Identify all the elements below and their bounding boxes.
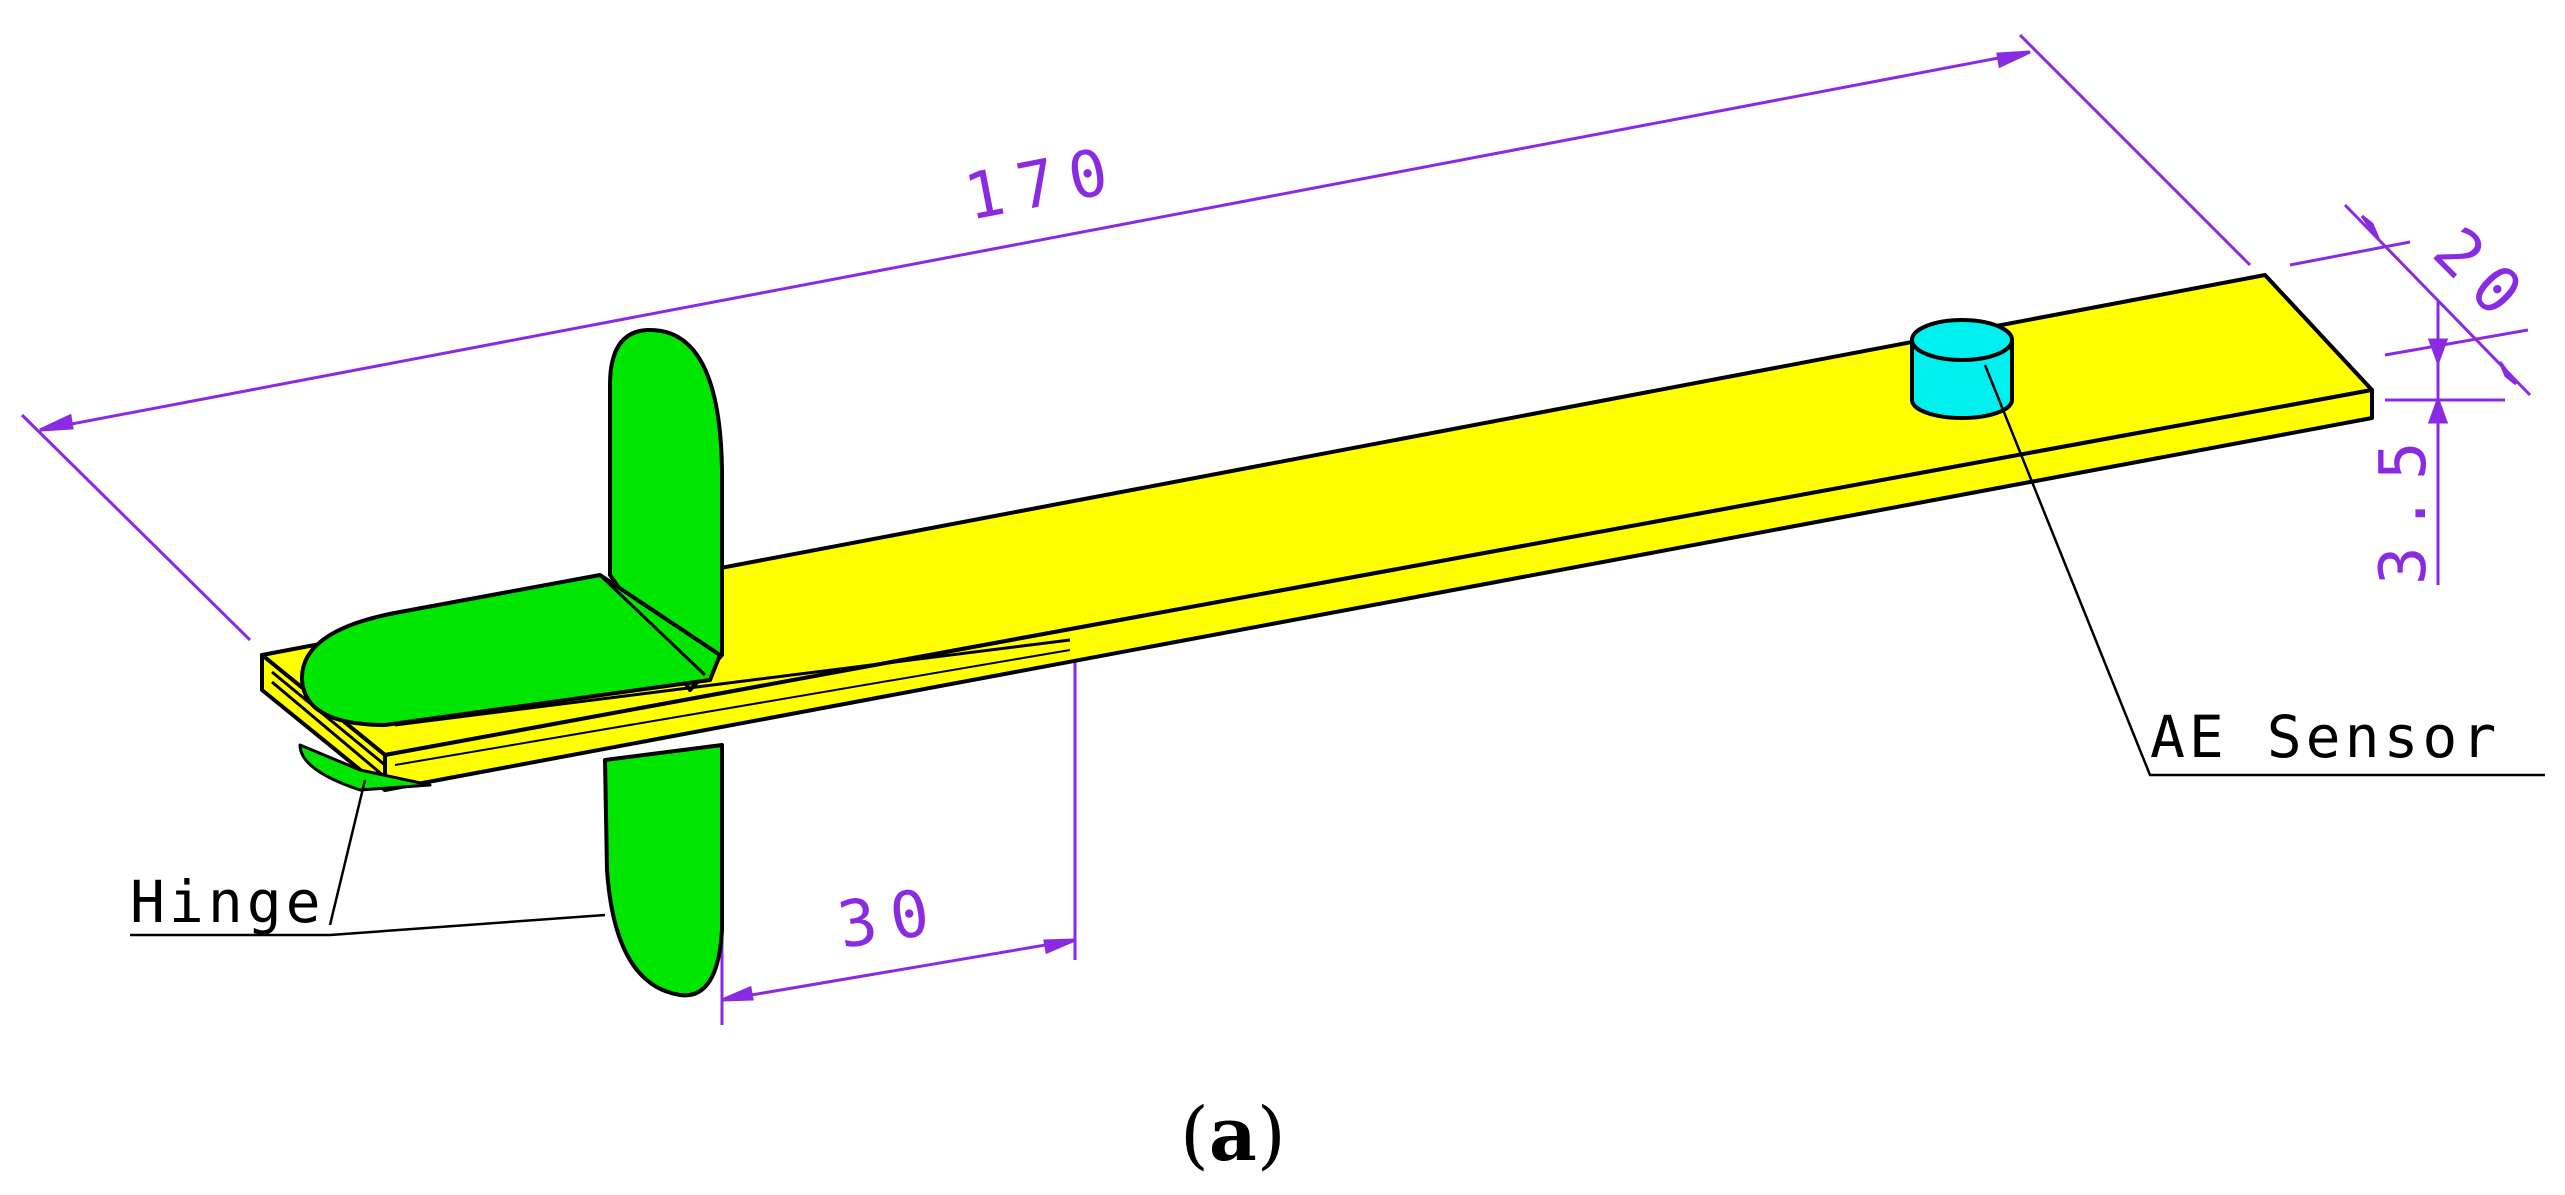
dim-30-arrow-left: [721, 985, 754, 1002]
figure-caption: (a): [1180, 1092, 1286, 1178]
sensor-body: [1910, 338, 2014, 420]
flap-base-plate: [299, 573, 722, 727]
dim-170-arrow-left: [39, 413, 74, 432]
ae-sensor: [1910, 318, 2014, 420]
dim-30-line: [721, 938, 1076, 1002]
dim-30-arrow-right: [1043, 938, 1076, 955]
dim-170-extension-right: [2018, 33, 2252, 267]
label-ae-sensor: AE Sensor: [2150, 703, 2500, 771]
dim-170-extension-left: [20, 413, 252, 642]
flap-underside: [298, 743, 432, 792]
leader-lines: [130, 364, 2545, 937]
caption-close: ): [1257, 1092, 1286, 1178]
sensor-leader: [1983, 364, 2545, 777]
dim-20-extension-bottom: [2384, 328, 2529, 357]
dim-170-arrow-right: [1996, 50, 2031, 69]
caption-letter: a: [1209, 1092, 1257, 1178]
dim-30-value: 30: [833, 874, 948, 964]
beam-inner-edge: [394, 649, 1071, 766]
hinge-leader-1: [328, 779, 367, 926]
label-hinge: Hinge: [130, 868, 325, 936]
beam: [260, 273, 2374, 792]
dim-170-line: [39, 50, 2031, 432]
dim-170-value: 170: [959, 133, 1128, 236]
hinge-layer-1: [271, 670, 386, 767]
sensor-top: [1910, 318, 2014, 362]
flap-fin-lower: [603, 743, 724, 998]
caption-open: (: [1180, 1092, 1209, 1178]
dim-3p5-value: 3.5: [2367, 427, 2441, 585]
beam-slot: [394, 638, 1071, 727]
flap: [298, 328, 724, 998]
dim-3p5-arrow-top: [2427, 338, 2449, 367]
hinge-layer-2: [271, 680, 386, 779]
hinge-leader-2: [329, 913, 606, 937]
dim-20-extension-top: [2289, 240, 2411, 267]
dim-3p5-arrow-bottom: [2427, 395, 2449, 424]
dim-20-arrow-bottom: [2498, 361, 2518, 386]
flap-crease: [598, 573, 707, 677]
dimension-lines: [20, 33, 2532, 1025]
dim-20-arrow-top: [2360, 214, 2380, 239]
